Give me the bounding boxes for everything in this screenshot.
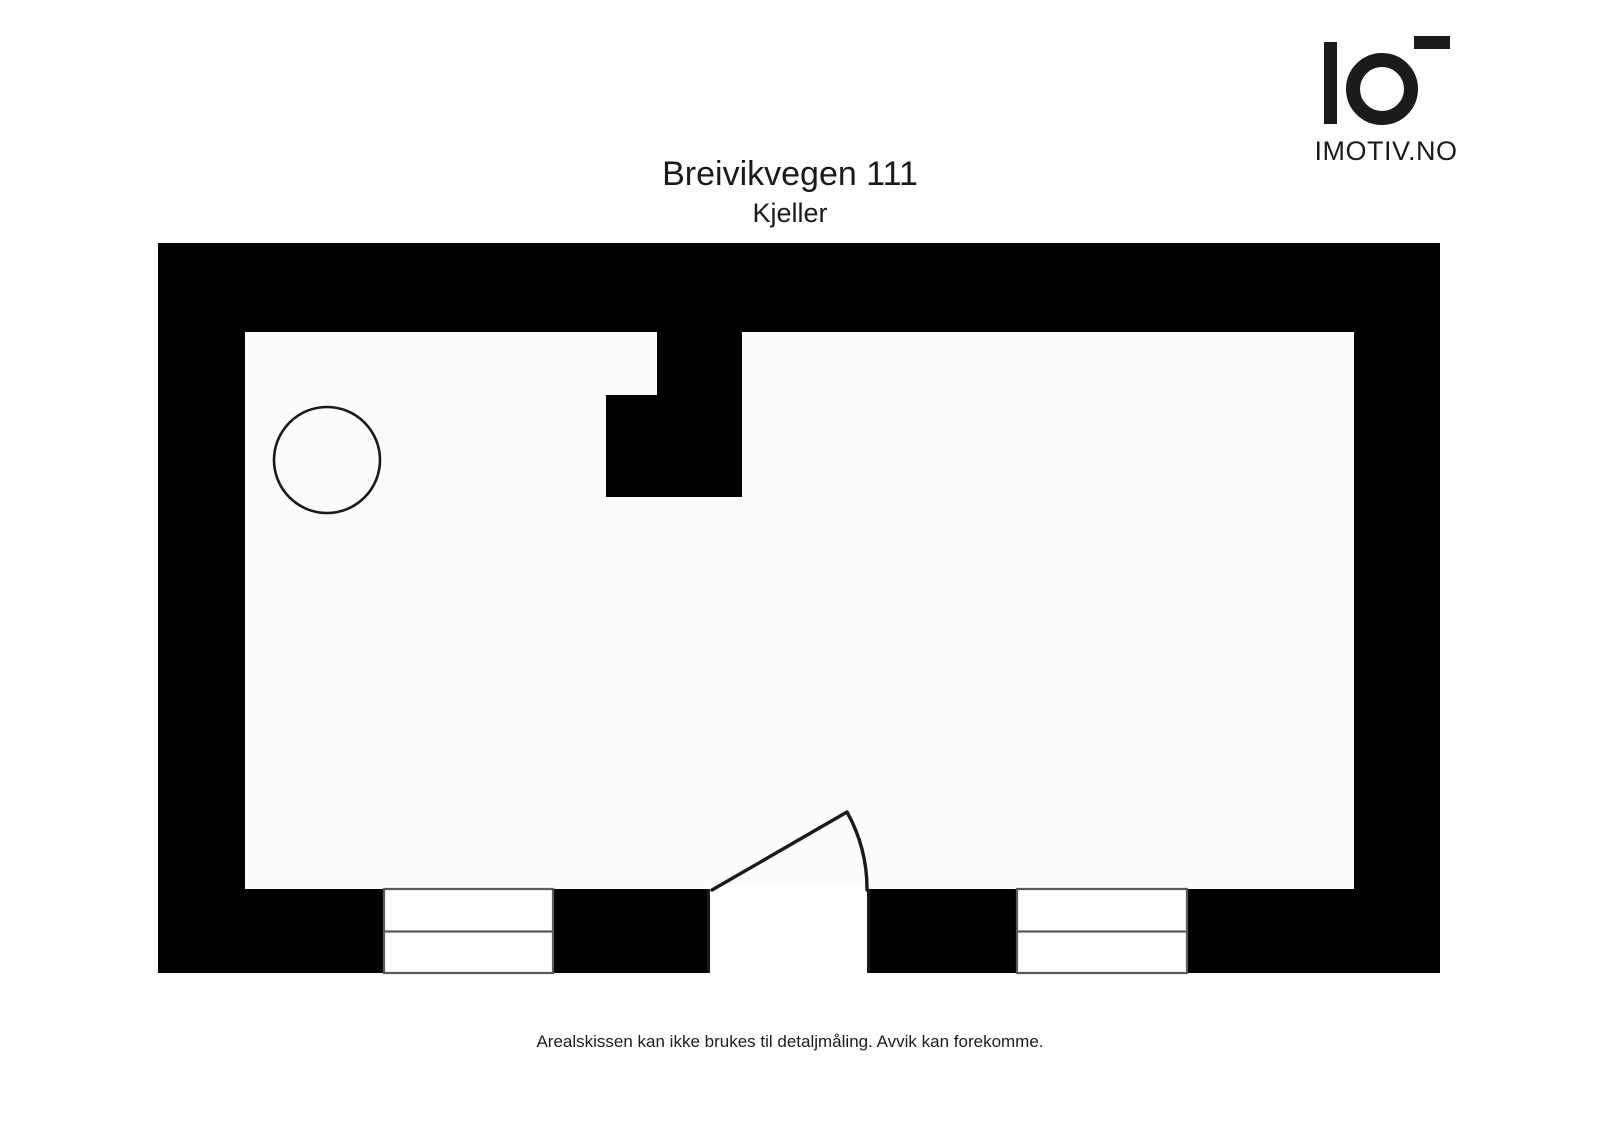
brand-name: IMOTIV.NO bbox=[1314, 136, 1458, 166]
page-subtitle: Kjeller bbox=[752, 198, 828, 229]
disclaimer-note: Arealskissen kan ikke brukes til detaljm… bbox=[536, 1032, 1044, 1051]
window-left bbox=[382, 887, 555, 975]
plan-heading: Breivikvegen 111 Kjeller bbox=[0, 155, 1580, 229]
window-right bbox=[1015, 887, 1189, 975]
page-title: Breivikvegen 111 bbox=[662, 155, 918, 193]
imotiv-logo-icon bbox=[1324, 36, 1450, 125]
interior-floor bbox=[245, 332, 1354, 889]
brand-logo: IMOTIV.NO bbox=[1256, 34, 1516, 167]
interior-wall-stub bbox=[606, 332, 742, 497]
round-column bbox=[272, 405, 382, 515]
entry-door bbox=[707, 810, 870, 976]
